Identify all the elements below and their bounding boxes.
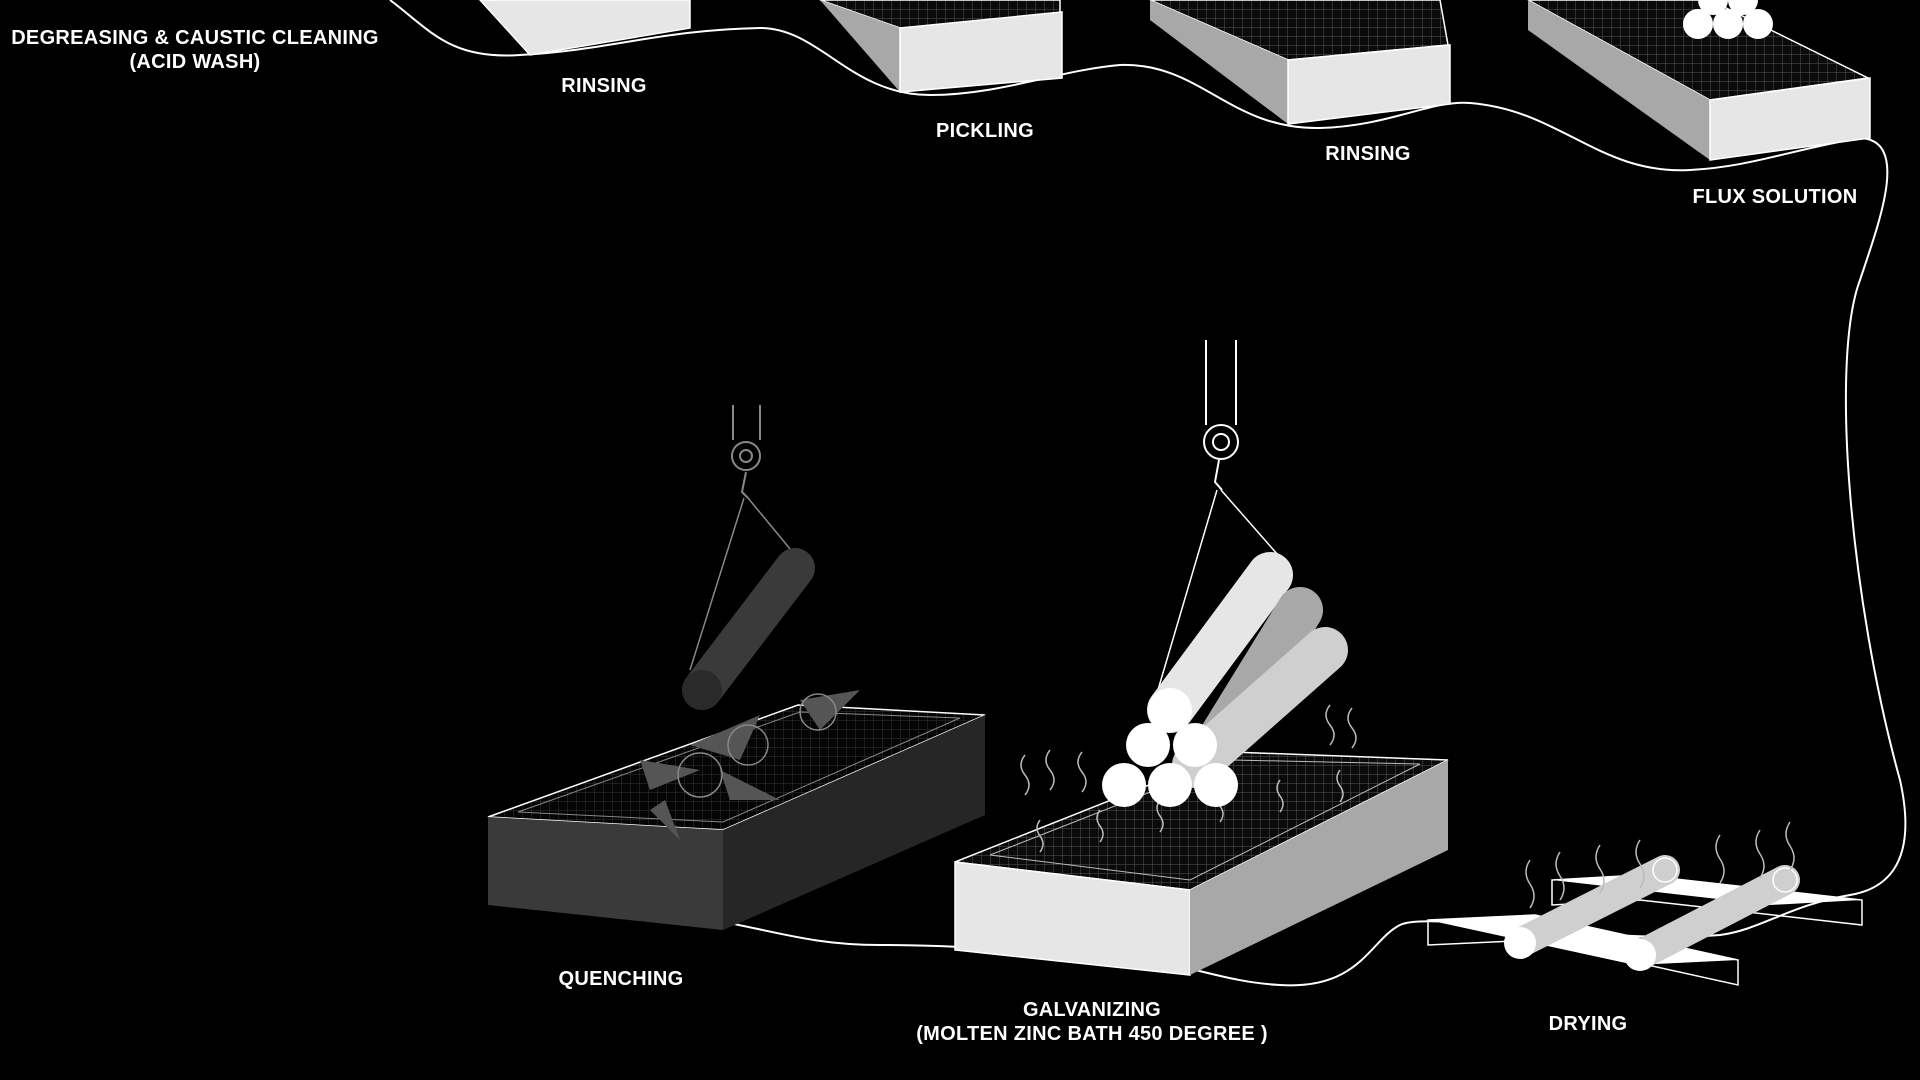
tank-icon — [480, 0, 690, 55]
stage-label-rinsing-1: RINSING — [561, 75, 646, 97]
stage-sublabel-galvanizing: (MOLTEN ZINC BATH 450 DEGREE ) — [916, 1023, 1268, 1045]
drying-rack-icon — [1428, 858, 1862, 985]
stage-label-drying: DRYING — [1549, 1013, 1628, 1035]
stage-label-galvanizing: GALVANIZING — [1023, 999, 1161, 1021]
stage-label-rinsing-2: RINSING — [1325, 143, 1410, 165]
tank-icon — [1150, 0, 1450, 124]
tank-icon — [820, 0, 1062, 92]
stage-label-flux-solution: FLUX SOLUTION — [1692, 186, 1857, 208]
stage-label-degreasing: DEGREASING & CAUSTIC CLEANING — [11, 27, 379, 49]
stage-sublabel-degreasing: (ACID WASH) — [129, 51, 260, 73]
stage-label-quenching: QUENCHING — [559, 968, 684, 990]
stage-label-pickling: PICKLING — [936, 120, 1034, 142]
